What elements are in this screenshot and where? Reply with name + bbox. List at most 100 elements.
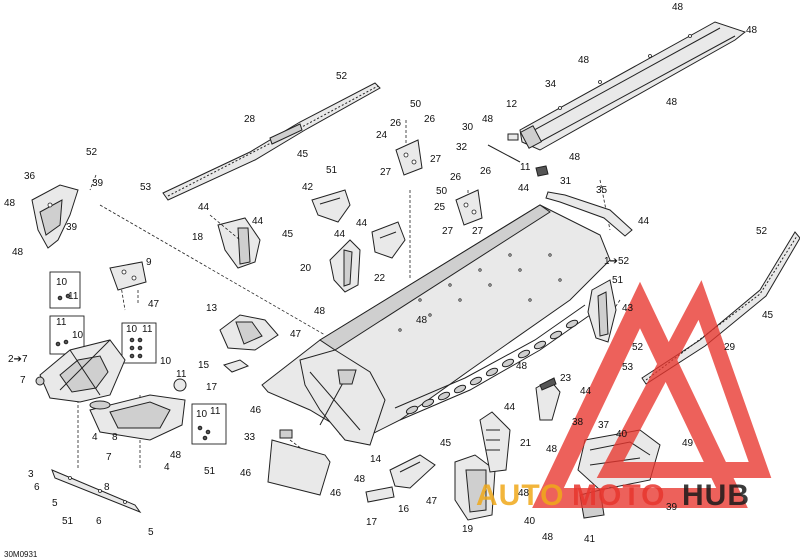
callout-c7a: 7 (20, 375, 26, 386)
callout-c15: 15 (198, 360, 210, 371)
callout-c26b: 26 (424, 114, 436, 125)
callout-c12: 12 (506, 99, 518, 110)
callout-c10d: 10 (160, 356, 172, 367)
part-31-clip (535, 165, 549, 177)
bracket-23 (535, 377, 561, 421)
bracket-16 (365, 486, 395, 503)
bracket-19 (454, 454, 496, 521)
callout-c27d: 27 (472, 226, 484, 237)
callout-c5a: 5 (52, 498, 58, 509)
callout-c33: 33 (244, 432, 256, 443)
callout-c42: 42 (302, 182, 314, 193)
part-30-block (507, 133, 519, 141)
main-tunnel (261, 204, 611, 446)
bracket-18 (209, 214, 261, 269)
callout-c16: 16 (398, 504, 410, 515)
callout-c26d: 26 (480, 166, 492, 177)
callout-c17b: 17 (366, 517, 378, 528)
callout-c25: 25 (434, 202, 446, 213)
callout-c46c: 46 (330, 488, 342, 499)
callout-c26c: 26 (450, 172, 462, 183)
watermark-triangle-right (596, 280, 772, 478)
bracket-22 (371, 221, 406, 259)
bracket-42 (311, 189, 351, 223)
callout-c46a: 46 (250, 405, 262, 416)
bracket-13 (219, 314, 279, 351)
callout-c40b: 40 (524, 516, 536, 527)
callout-c52a: 52 (336, 71, 348, 82)
bracket-36 (31, 184, 79, 249)
tunnel-rivet-holes (398, 253, 562, 332)
callout-c26a: 26 (390, 118, 402, 129)
callout-c51c: 51 (204, 466, 216, 477)
callout-c19: 19 (462, 524, 474, 535)
callout-c48l: 48 (170, 450, 182, 461)
watermark-word-hub: HUB (682, 479, 750, 512)
callout-c11c: 11 (56, 317, 67, 328)
panel-33 (267, 429, 331, 496)
callout-c48i: 48 (314, 306, 326, 317)
callout-c43: 43 (622, 303, 634, 314)
callout-c50a: 50 (410, 99, 422, 110)
callout-c3: 3 (28, 469, 34, 480)
bracket-14 (389, 454, 436, 489)
callout-c40a: 40 (616, 429, 628, 440)
mount-25 (455, 189, 483, 226)
callout-c48n: 48 (546, 444, 558, 455)
callout-c48p: 48 (542, 532, 554, 543)
callout-c28: 28 (244, 114, 256, 125)
callout-c45c: 45 (762, 310, 774, 321)
callout-c44f: 44 (334, 229, 346, 240)
part-32-rod (487, 144, 521, 163)
callout-c48g: 48 (4, 198, 16, 209)
callout-c39c: 39 (666, 502, 678, 513)
callout-c52b: 52 (86, 147, 98, 158)
watermark-word-moto: MOTO (572, 479, 665, 512)
callout-c45a: 45 (297, 149, 309, 160)
callout-c52d: 52 (632, 342, 644, 353)
callout-c22: 22 (374, 273, 386, 284)
callout-c1to52: 1➔52 (604, 256, 630, 267)
callout-c30: 30 (462, 122, 474, 133)
callout-c44b: 44 (638, 216, 650, 227)
rail-part-34 (519, 21, 747, 151)
callout-c53a: 53 (140, 182, 152, 193)
callout-c48c: 48 (578, 55, 590, 66)
callout-c10b: 10 (72, 330, 84, 341)
callout-c48k: 48 (516, 361, 528, 372)
watermark-word-auto: AUTO (476, 479, 564, 512)
callout-c21: 21 (520, 438, 532, 449)
callout-c47c: 47 (426, 496, 438, 507)
front-frame-lower (89, 378, 187, 441)
mount-24 (395, 139, 423, 176)
callout-c11a: 11 (520, 162, 531, 173)
callout-c31: 31 (560, 176, 572, 187)
callout-c48j: 48 (416, 315, 428, 326)
callout-c48m: 48 (354, 474, 366, 485)
callout-c6b: 6 (96, 516, 102, 527)
callout-c10e: 10 (196, 409, 208, 420)
callout-c39b: 39 (66, 222, 78, 233)
callout-c45b: 45 (282, 229, 294, 240)
lower-bar-3-8 (51, 469, 142, 514)
callout-c51d: 51 (62, 516, 74, 527)
callout-c8a: 8 (112, 432, 118, 443)
callout-c48o: 48 (518, 488, 530, 499)
callout-c10c: 10 (126, 324, 138, 335)
callout-box-10-11-c (191, 403, 227, 445)
bracket-43 (587, 279, 617, 343)
fastener-group (55, 293, 211, 441)
callout-c35: 35 (596, 185, 608, 196)
windshield-strip-28 (162, 82, 381, 201)
callout-c17a: 17 (206, 382, 218, 393)
callout-c39a: 39 (92, 178, 104, 189)
callout-c49: 49 (682, 438, 694, 449)
callout-c44a: 44 (518, 183, 530, 194)
callout-c47b: 47 (290, 329, 302, 340)
callout-c48d: 48 (666, 97, 678, 108)
callout-c48h: 48 (12, 247, 24, 258)
watermark-logo (532, 280, 772, 508)
callout-c46b: 46 (240, 468, 252, 479)
